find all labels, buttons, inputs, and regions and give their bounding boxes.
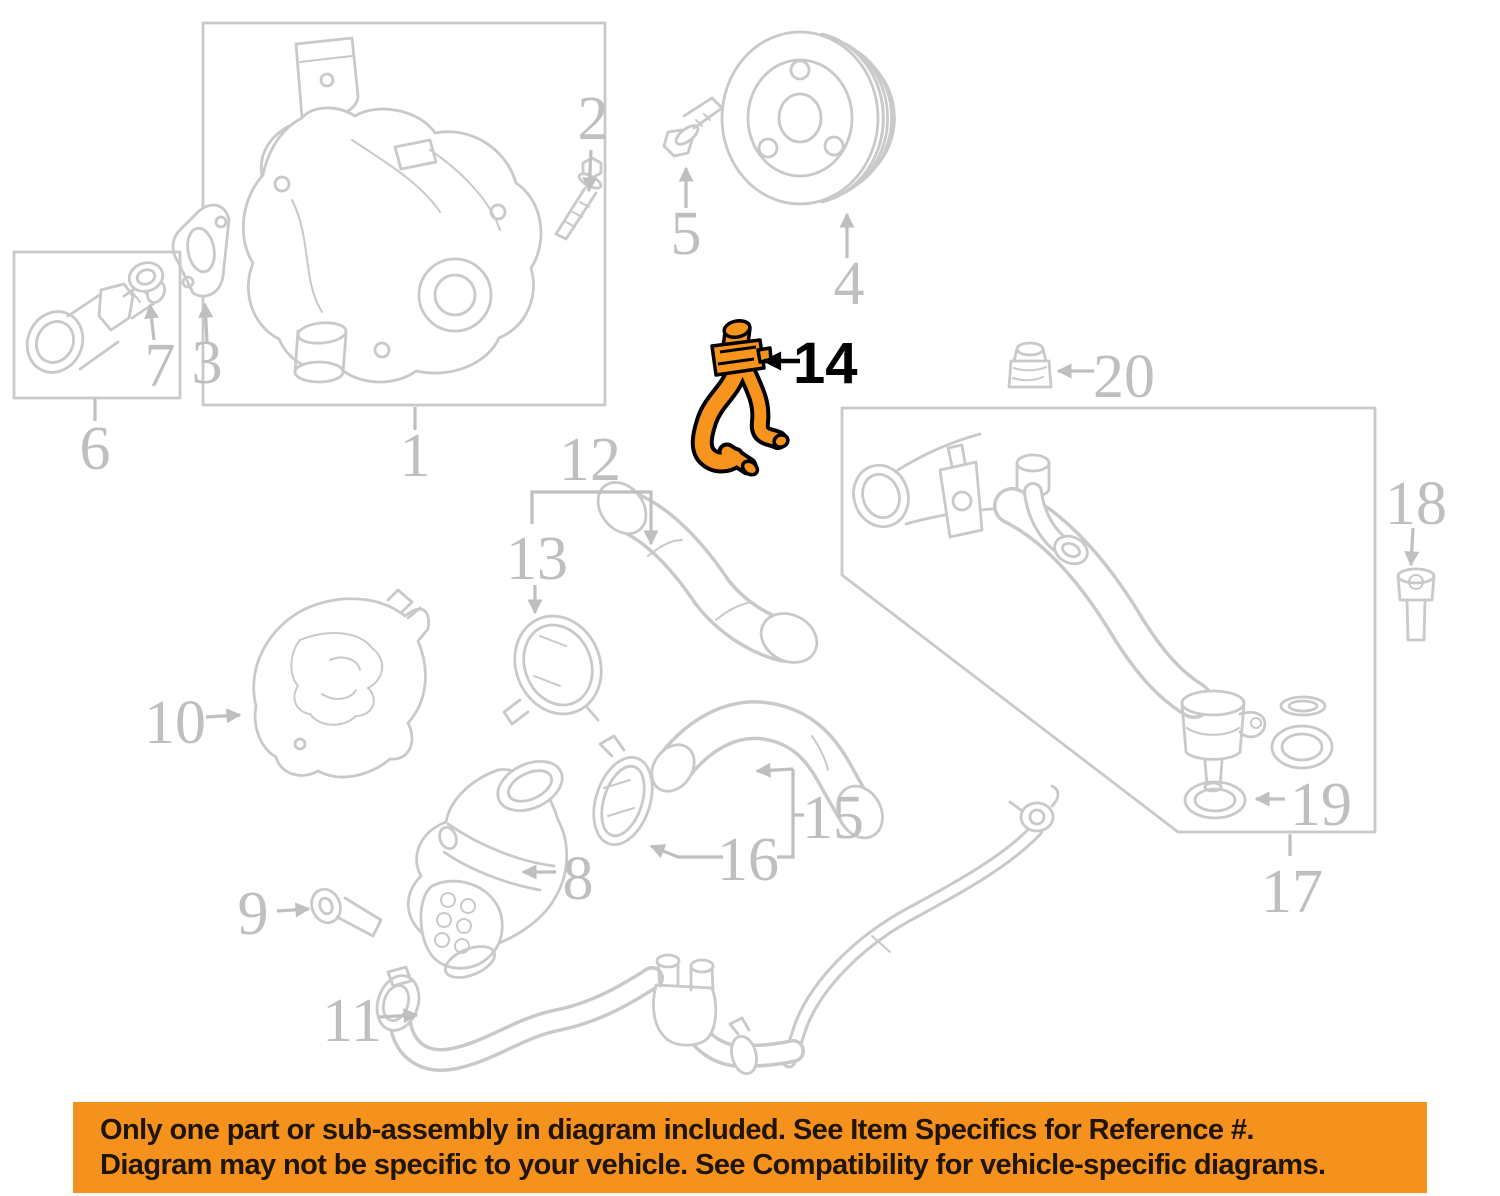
part-3-gasket: [171, 203, 231, 298]
leader-12-bracket: [530, 490, 659, 546]
part-11-hose: [375, 953, 805, 1076]
callout-2: 2: [578, 85, 609, 153]
leader-18-arrow: [1404, 527, 1420, 567]
leader-9-arrow: [276, 902, 311, 918]
part-20-fitting: [1007, 341, 1053, 389]
disclaimer-line-1: Only one part or sub-assembly in diagram…: [100, 1113, 1254, 1146]
part-5-bolt: [662, 96, 724, 158]
callout-20: 20: [1093, 343, 1155, 411]
callout-6: 6: [80, 415, 111, 483]
callout-12: 12: [559, 426, 621, 494]
leader-2-arrow: [582, 149, 598, 193]
callout-8: 8: [563, 845, 594, 913]
part-12-hose: [596, 481, 819, 664]
part-4-pulley: [720, 30, 896, 206]
leader-15-bracket: [777, 769, 804, 859]
callout-leaders: [93, 149, 1420, 1024]
callout-15: 15: [802, 784, 864, 852]
leader-16-arrow: [649, 844, 723, 859]
disclaimer-banner: Only one part or sub-assembly in diagram…: [73, 1102, 1427, 1193]
part-18-bolt: [1396, 567, 1436, 642]
part-13-clamp: [502, 614, 603, 726]
leader-7-arrow: [144, 303, 159, 341]
callout-17: 17: [1261, 858, 1323, 926]
callout-13: 13: [506, 525, 568, 593]
part-19-o-rings: [1183, 695, 1334, 820]
callout-19: 19: [1290, 771, 1352, 839]
callout-1: 1: [400, 422, 431, 490]
callout-18: 18: [1385, 470, 1447, 538]
leader-15-arrow: [755, 762, 794, 778]
disclaimer-line-2: Diagram may not be specific to your vehi…: [100, 1149, 1326, 1181]
part-15-hose: [650, 700, 884, 840]
part-2-bolt: [554, 156, 603, 241]
callout-16: 16: [717, 826, 779, 894]
callout-4: 4: [834, 250, 865, 318]
part-17-coolant-pipe: [781, 784, 1060, 1069]
part-17-pipe-assembly-box: [840, 406, 1377, 834]
part-1-water-pump-box: [201, 21, 607, 407]
leader-11-arrow: [378, 1008, 419, 1024]
part-16-clamp: [592, 734, 654, 847]
callout-11: 11: [322, 987, 382, 1055]
callout-14-highlighted: 14: [793, 331, 858, 396]
part-10-thermostat-cover: [252, 588, 431, 779]
callout-7: 7: [145, 332, 176, 400]
callout-9: 9: [238, 880, 269, 948]
part-14-highlighted-hose: [690, 318, 790, 477]
part-6-sensor-box: [12, 250, 182, 400]
callout-10: 10: [144, 689, 206, 757]
part-8-oil-cooler: [406, 760, 569, 979]
callout-labels: 1 2 3 4 5 6 7 8 9 10 11 12 13 15 16 17 1…: [80, 85, 1448, 1055]
callout-5: 5: [671, 200, 702, 268]
leader-3-arrow: [198, 302, 214, 343]
callout-3: 3: [192, 329, 223, 397]
leader-10-arrow: [205, 708, 242, 724]
part-9-bolt: [310, 887, 383, 938]
